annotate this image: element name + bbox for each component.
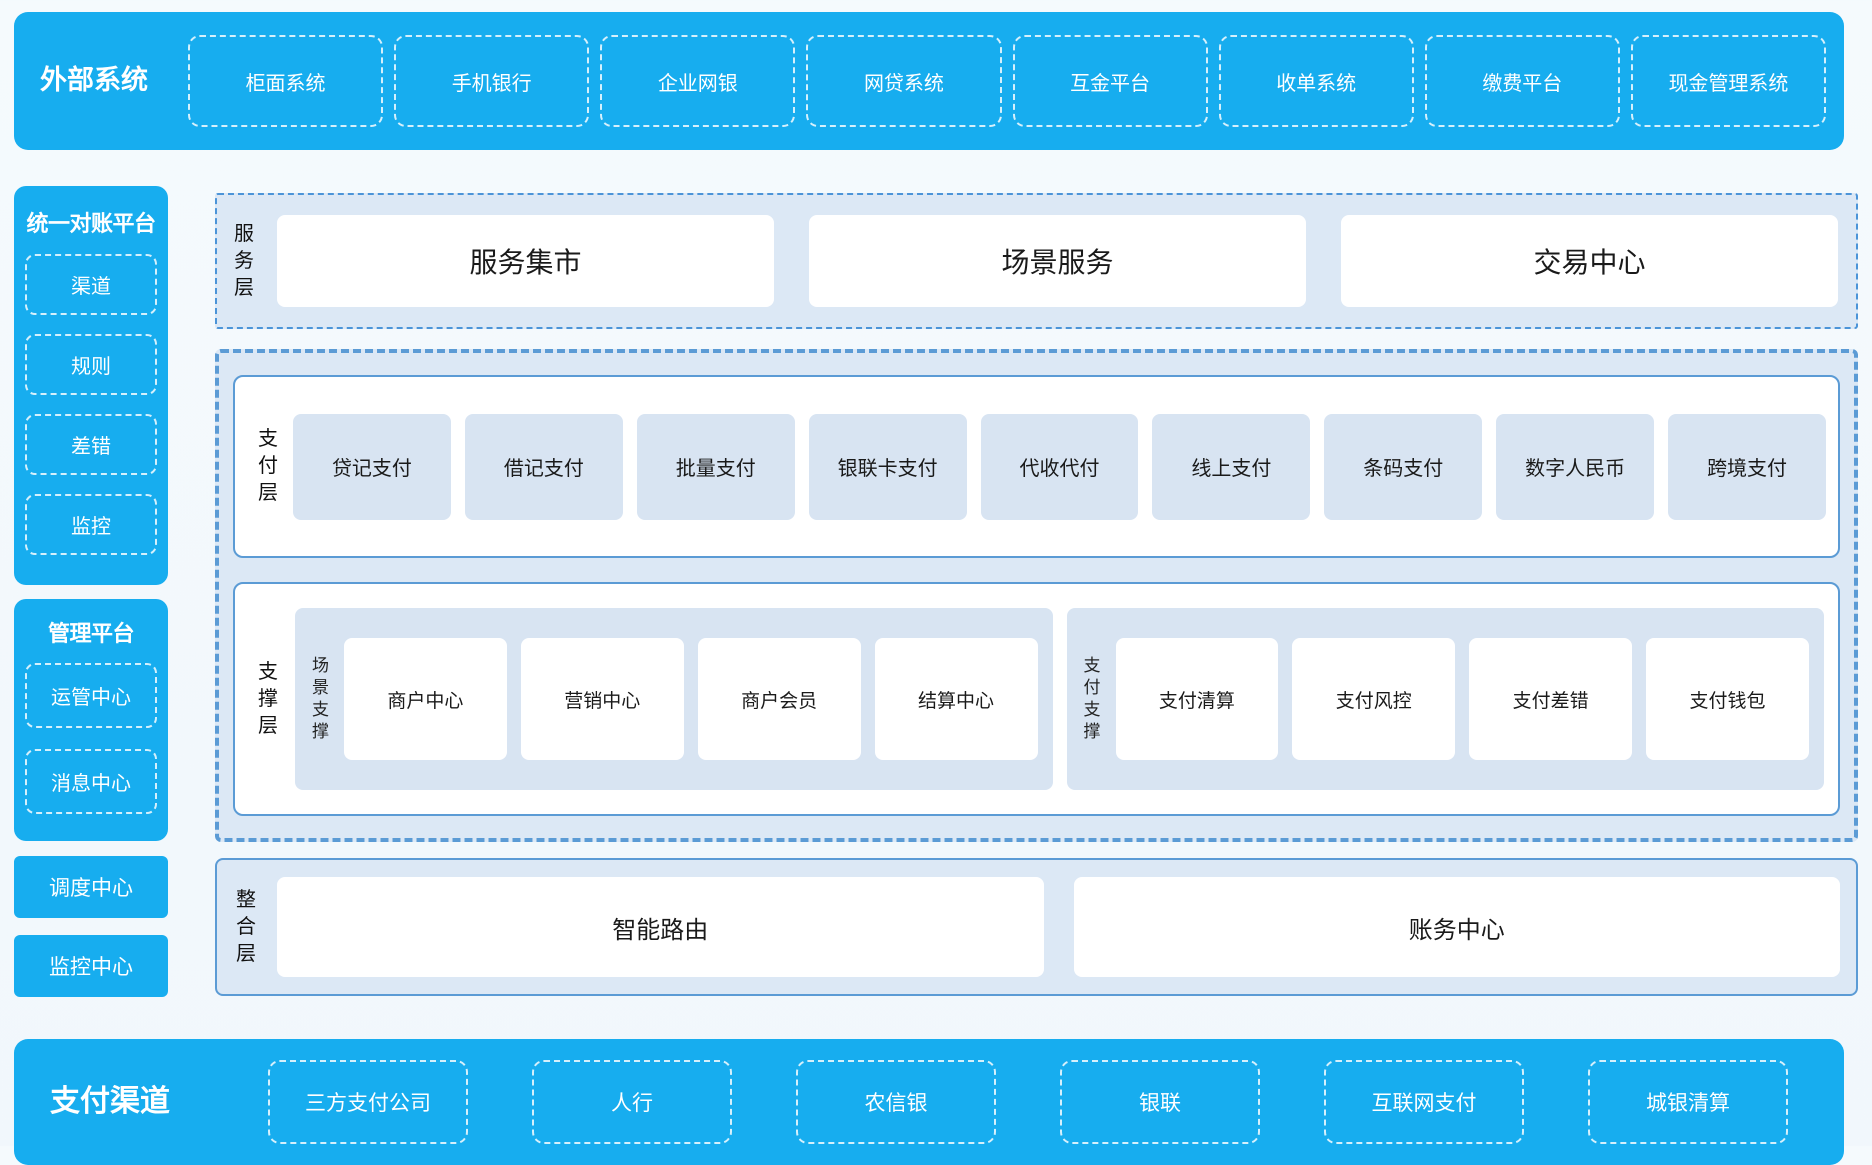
- payment-node: 批量支付: [636, 413, 795, 520]
- payment-node: 借记支付: [464, 413, 623, 520]
- external-system-node: 互金平台: [1012, 35, 1208, 127]
- scene-support-items: 商户中心 营销中心 商户会员 结算中心: [344, 638, 1038, 760]
- scene-support-label: 场景支撑: [312, 655, 329, 742]
- scene-support-node: 结算中心: [874, 638, 1038, 760]
- reconciliation-node: 监控: [25, 494, 157, 555]
- service-layer: 服务层 服务集市 场景服务 交易中心: [215, 193, 1858, 329]
- payment-node: 跨境支付: [1668, 413, 1827, 520]
- payment-node: 线上支付: [1152, 413, 1311, 520]
- external-system-node: 网贷系统: [806, 35, 1002, 127]
- integration-node: 智能路由: [277, 877, 1044, 977]
- payment-support-container: 支付层 贷记支付 借记支付 批量支付 银联卡支付 代收代付: [215, 349, 1858, 842]
- integration-node: 账务中心: [1073, 877, 1840, 977]
- payment-node: 代收代付: [980, 413, 1139, 520]
- scene-support-node: 商户中心: [344, 638, 507, 760]
- payment-layer-items: 贷记支付 借记支付 批量支付 银联卡支付 代收代付 线上支付 条码支付: [293, 413, 1827, 520]
- external-system-node: 手机银行: [394, 35, 590, 127]
- payment-channel-node: 农信银: [796, 1060, 996, 1144]
- payment-channels-title: 支付渠道: [50, 1085, 170, 1119]
- external-systems-bar: 外部系统 柜面系统 手机银行 企业网银 网贷系统 互金平台 收单系统 缴费平台 …: [14, 12, 1844, 150]
- external-systems-items: 柜面系统 手机银行 企业网银 网贷系统 互金平台 收单系统 缴费平台 现金管理系…: [188, 35, 1826, 127]
- management-node: 消息中心: [25, 749, 157, 814]
- center-boxes: 调度中心 监控中心: [14, 856, 168, 997]
- payment-support-label: 支付支撑: [1083, 655, 1101, 742]
- scene-support-group: 场景支撑 商户中心 营销中心 商户会员 结算中心: [295, 608, 1053, 790]
- service-node: 服务集市: [277, 215, 774, 307]
- payment-support-node: 支付清算: [1115, 638, 1279, 760]
- payment-channels-bar: 支付渠道 三方支付公司 人行 农信银 银联 互联网支付 城银清算: [14, 1039, 1844, 1165]
- support-layer: 支撑层 场景支撑 商户中心 营销中心 商户会员 结算: [233, 582, 1840, 816]
- architecture-layers: 服务层 服务集市 场景服务 交易中心 支付层: [215, 166, 1858, 1010]
- payment-channel-node: 银联: [1060, 1060, 1260, 1144]
- external-system-node: 缴费平台: [1424, 35, 1620, 127]
- payment-support-node: 支付钱包: [1646, 638, 1809, 760]
- scene-support-node: 商户会员: [697, 638, 861, 760]
- reconciliation-node: 渠道: [25, 254, 157, 315]
- payment-support-node: 支付风控: [1292, 638, 1456, 760]
- service-node: 交易中心: [1341, 215, 1838, 307]
- payment-support-group: 支付支撑 支付清算 支付风控 支付差错 支付钱包: [1066, 608, 1824, 790]
- payment-node: 数字人民币: [1496, 413, 1655, 520]
- integration-layer-label: 整合层: [236, 888, 256, 965]
- management-platform-title: 管理平台: [47, 621, 135, 646]
- external-system-node: 柜面系统: [188, 35, 384, 127]
- reconciliation-platform-title: 统一对账平台: [26, 211, 156, 236]
- center-node: 监控中心: [14, 935, 168, 997]
- payment-layer: 支付层 贷记支付 借记支付 批量支付 银联卡支付 代收代付: [233, 375, 1840, 558]
- payment-channel-node: 互联网支付: [1324, 1060, 1524, 1144]
- payment-support-node: 支付差错: [1469, 638, 1633, 760]
- external-system-node: 企业网银: [600, 35, 796, 127]
- payment-channels-items: 三方支付公司 人行 农信银 银联 互联网支付 城银清算: [268, 1060, 1788, 1144]
- reconciliation-node: 差错: [25, 414, 157, 475]
- support-layer-label: 支撑层: [258, 660, 278, 737]
- payment-node: 银联卡支付: [808, 413, 967, 520]
- service-layer-items: 服务集市 场景服务 交易中心: [277, 215, 1838, 307]
- management-platform-panel: 管理平台 运管中心 消息中心: [14, 599, 168, 841]
- content-row: 统一对账平台 渠道 规则 差错 监控 管理平台: [14, 166, 1858, 1010]
- payment-channel-node: 三方支付公司: [268, 1060, 468, 1144]
- management-node: 运管中心: [25, 663, 157, 728]
- payment-layer-label: 支付层: [258, 428, 278, 504]
- external-system-node: 现金管理系统: [1630, 35, 1826, 127]
- center-node: 调度中心: [14, 856, 168, 918]
- external-systems-title: 外部系统: [40, 65, 148, 96]
- payment-channel-node: 城银清算: [1588, 1060, 1788, 1144]
- payment-support-items: 支付清算 支付风控 支付差错 支付钱包: [1115, 638, 1809, 760]
- payment-node: 贷记支付: [293, 413, 451, 520]
- integration-layer-items: 智能路由 账务中心: [277, 877, 1840, 977]
- reconciliation-platform-panel: 统一对账平台 渠道 规则 差错 监控: [14, 186, 168, 585]
- management-items: 运管中心 消息中心: [25, 663, 157, 814]
- payment-channel-node: 人行: [532, 1060, 732, 1144]
- service-layer-label: 服务层: [234, 222, 254, 299]
- reconciliation-node: 规则: [25, 334, 157, 395]
- integration-layer: 整合层 智能路由 账务中心: [215, 858, 1858, 996]
- external-system-node: 收单系统: [1218, 35, 1414, 127]
- service-node: 场景服务: [809, 215, 1306, 307]
- reconciliation-items: 渠道 规则 差错 监控: [25, 254, 157, 555]
- scene-support-node: 营销中心: [520, 638, 684, 760]
- payment-node: 条码支付: [1324, 413, 1483, 520]
- left-platforms-column: 统一对账平台 渠道 规则 差错 监控 管理平台: [14, 166, 168, 1010]
